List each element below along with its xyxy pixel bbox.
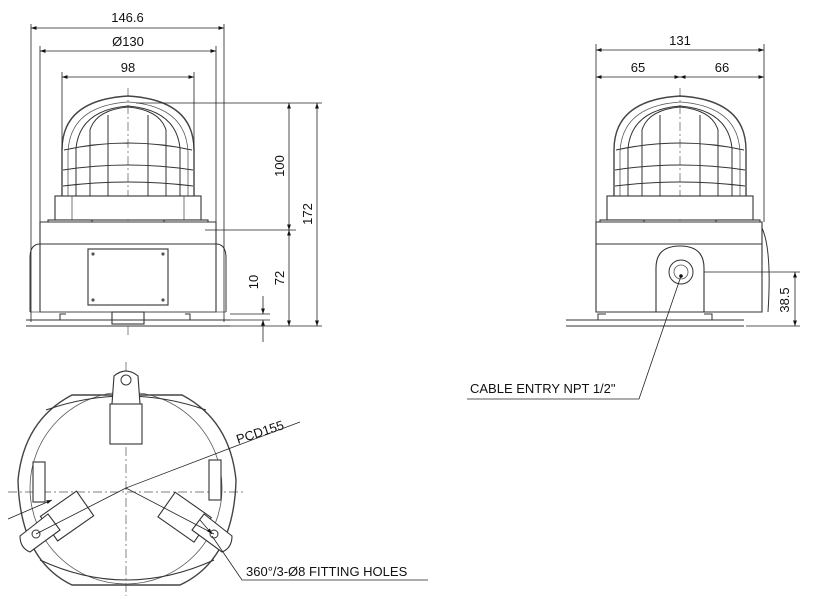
top-fitting-block (109, 403, 143, 445)
top-view: PCD155 360°/3-Ø8 FITTING HOLES (7, 362, 428, 596)
dim-overall-height: 172 (300, 203, 315, 225)
dim-globe-width: 98 (121, 60, 135, 75)
top-slot-right (208, 459, 222, 501)
dim-side-left: 65 (631, 60, 645, 75)
dim-housing-diameter: Ø130 (112, 34, 144, 49)
pcd-label: PCD155 (234, 417, 285, 446)
dim-housing-height: 72 (272, 271, 287, 285)
cable-entry-leader (467, 275, 682, 400)
side-collar (606, 195, 754, 221)
front-collar (54, 195, 202, 221)
dim-globe-height: 100 (272, 155, 287, 177)
dim-side-width: 131 (669, 33, 691, 48)
side-lamp-guard (613, 95, 747, 197)
front-name-plate (87, 248, 169, 306)
fitting-holes-leader (211, 535, 428, 581)
dim-foot-height: 10 (246, 275, 261, 289)
pcd-leader (235, 421, 301, 447)
top-fitting-lug (111, 370, 141, 405)
side-dimensions: 131 65 66 38.5 CABLE ENTRY NPT 1/2" (467, 33, 800, 400)
top-slot-left (32, 461, 46, 503)
side-view (566, 88, 770, 327)
top-housing-outline (17, 394, 237, 586)
dim-overall-width: 146.6 (111, 10, 144, 25)
dim-side-right: 66 (715, 60, 729, 75)
cable-entry-note: CABLE ENTRY NPT 1/2" (470, 381, 616, 396)
dim-entry-height: 38.5 (777, 287, 792, 312)
front-view (26, 88, 230, 335)
front-bottom-boss (111, 311, 145, 325)
cable-entry-hole (668, 259, 694, 285)
front-lamp-guard (61, 95, 195, 197)
front-dimensions: 146.6 Ø130 98 100 172 72 10 (30, 10, 322, 342)
fitting-holes-note: 360°/3-Ø8 FITTING HOLES (246, 564, 408, 579)
